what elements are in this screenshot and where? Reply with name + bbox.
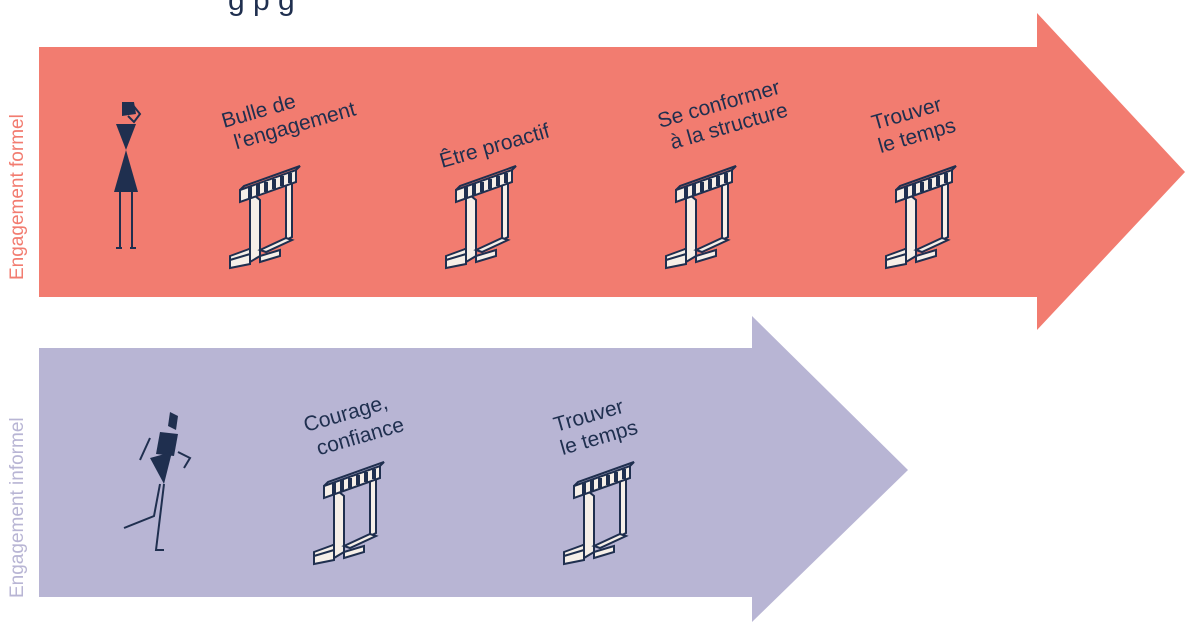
running-figure-icon [123,412,192,551]
formal-side-label: Engagement formel [7,114,28,280]
informal-arrow [39,316,908,622]
formal-arrow [39,13,1185,330]
standing-figure-icon [114,102,142,249]
informal-side-label: Engagement informel [7,417,28,598]
svg-text:g: g p g [228,0,295,17]
